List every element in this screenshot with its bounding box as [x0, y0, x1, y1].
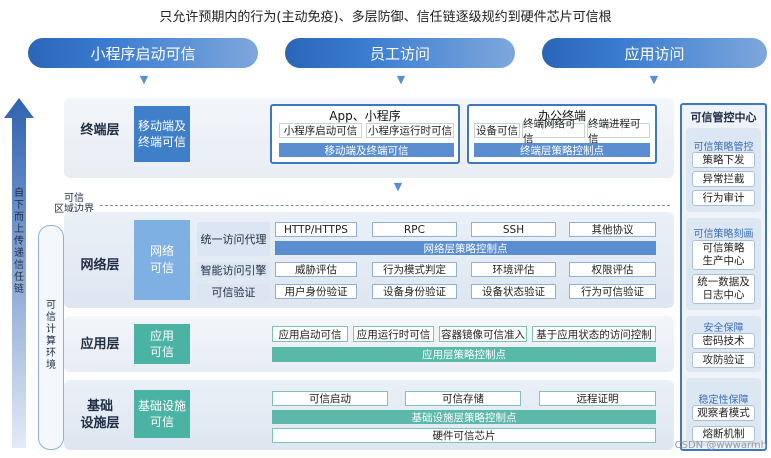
network-trust-box: 网络 可信 — [134, 220, 190, 300]
cc-item: 策略下发 — [692, 152, 755, 168]
diagram-title: 只允许预期内的行为(主动免疫)、多层防御、信任链逐级规约到硬件芯片可信根 — [159, 10, 612, 25]
app-group-title: App、小程序 — [329, 109, 401, 123]
application-policy-bar: 应用层策略控制点 — [272, 347, 656, 362]
application-chip: 基于应用状态的访问控制 — [532, 326, 656, 342]
network-chip: 权限评估 — [569, 262, 656, 277]
network-chip: 环境评估 — [471, 262, 556, 277]
terminal-chip: 小程序启动可信 — [279, 123, 362, 138]
cc-item: 统一数据及 日志中心 — [692, 274, 755, 304]
network-chip: HTTP/HTTPS — [275, 222, 357, 237]
cc-item: 异常拦截 — [692, 171, 755, 187]
hardware-trust-chip: 硬件可信芯片 — [272, 428, 656, 443]
application-trust-box: 应用 可信 — [134, 324, 190, 364]
boundary-line — [100, 205, 670, 206]
compute-env-label: 可信计算环境 — [46, 300, 56, 371]
cc-item: 熔断机制 — [692, 426, 755, 442]
application-chip: 容器镜像可信准入 — [439, 326, 527, 342]
pillar-employee: 员工访问 — [285, 38, 515, 68]
network-policy-bar: 网络层策略控制点 — [275, 241, 656, 255]
intelligent-access-engine: 智能访问引擎 — [197, 262, 270, 278]
network-layer-label: 网络层 — [80, 258, 120, 273]
cc-item: 可信策略 生产中心 — [692, 240, 755, 270]
office-group-title: 办公终端 — [537, 109, 586, 123]
network-chip: 其他协议 — [569, 222, 656, 237]
infrastructure-chip: 远程证明 — [539, 391, 656, 406]
down-arrow-icon: ▼ — [649, 73, 659, 86]
terminal-chip: 终端进程可信 — [587, 118, 650, 145]
cc-item: 攻防验证 — [692, 352, 755, 368]
up-arrow-icon — [4, 98, 34, 448]
application-chip: 应用启动可信 — [272, 326, 348, 342]
pillar-application: 应用访问 — [542, 38, 767, 68]
terminal-chip: 终端网络可信 — [522, 118, 585, 145]
network-chip: 设备状态验证 — [471, 284, 556, 299]
infrastructure-chip: 可信存储 — [405, 391, 521, 406]
terminal-policy-bar: 终端层策略控制点 — [474, 143, 650, 157]
stability-title: 稳定性保障 — [698, 395, 749, 406]
compute-env-column — [38, 225, 64, 450]
watermark: CSDN @wwwarmh — [674, 440, 767, 451]
unified-access-proxy: 统一访问代理 — [197, 222, 270, 256]
cc-item: 密码技术 — [692, 333, 755, 349]
network-chip: 威胁评估 — [275, 262, 357, 277]
infrastructure-trust-box: 基础设施 可信 — [134, 390, 190, 438]
boundary-label: 可信 区域边界 — [54, 193, 94, 215]
network-chip: 行为可信验证 — [569, 284, 656, 299]
trust-verification: 可信验证 — [197, 284, 270, 300]
terminal-trust-box: 移动端及 终端可信 — [134, 106, 190, 162]
cc-item: 行为审计 — [692, 190, 755, 206]
infrastructure-policy-bar: 基础设施层策略控制点 — [272, 410, 656, 424]
terminal-chip: 小程序运行时可信 — [366, 123, 454, 138]
policy-portrait-title: 可信策略刻画 — [693, 229, 754, 240]
trust-chain-arrow — [4, 98, 34, 448]
down-arrow-icon: ▼ — [396, 73, 406, 86]
network-chip: 设备身份验证 — [372, 284, 457, 299]
security-title: 安全保障 — [703, 323, 744, 334]
terminal-chip: 设备可信 — [474, 123, 520, 138]
network-chip: 用户身份验证 — [275, 284, 357, 299]
network-chip: 行为模式判定 — [372, 262, 457, 277]
down-arrow-icon: ▼ — [139, 73, 149, 86]
infrastructure-chip: 可信启动 — [272, 391, 388, 406]
terminal-layer-label: 终端层 — [80, 123, 120, 138]
down-arrow-icon: ▼ — [393, 180, 403, 193]
policy-control-title: 可信策略管控 — [693, 142, 754, 153]
network-chip: SSH — [471, 222, 556, 237]
application-chip: 应用运行时可信 — [353, 326, 434, 342]
cc-item: 观察者模式 — [692, 405, 755, 421]
pillar-miniprogram: 小程序启动可信 — [28, 38, 258, 68]
trust-chain-label: 自下而上传递信任链 — [14, 188, 24, 295]
infrastructure-layer-label: 基础 设施层 — [80, 399, 120, 431]
network-chip: RPC — [372, 222, 457, 237]
terminal-bar: 移动端及终端可信 — [279, 143, 454, 157]
application-layer-label: 应用层 — [80, 337, 120, 352]
control-center-title: 可信管控中心 — [690, 111, 757, 124]
